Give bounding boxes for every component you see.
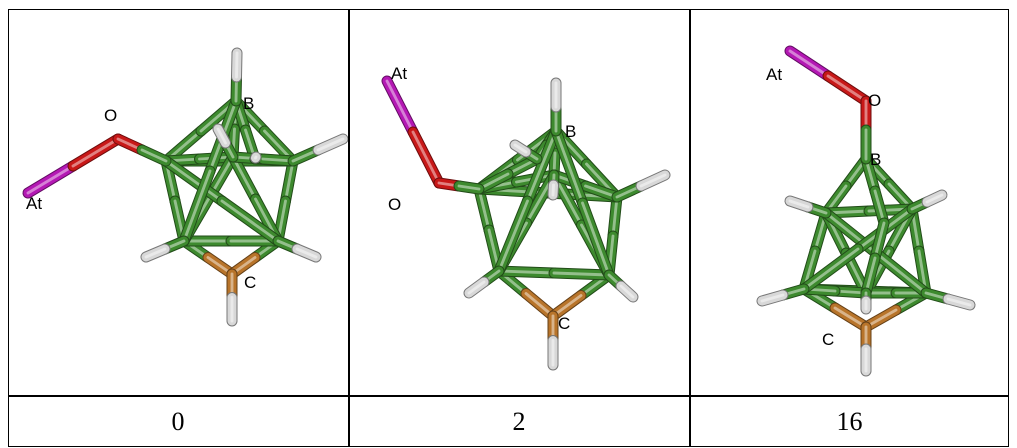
bond-half — [580, 180, 623, 203]
panel-value-16: 16 — [836, 407, 863, 436]
bond-half — [216, 195, 284, 247]
table-border — [8, 9, 1009, 447]
bond-half — [463, 276, 490, 299]
panel-value-0: 0 — [171, 407, 185, 436]
bond-half — [942, 293, 976, 311]
bond-half — [635, 169, 671, 192]
molecule-panel-16: At O B C — [690, 9, 1009, 396]
column-divider — [689, 9, 691, 447]
bond-half — [520, 288, 559, 322]
bond-half — [381, 75, 419, 138]
bond-half — [548, 267, 615, 281]
bond-half — [869, 217, 890, 264]
molecule-structure: At O B C — [756, 45, 976, 377]
panel-value-2: 2 — [512, 407, 526, 436]
atom-label-at: At — [766, 65, 782, 84]
atom-label-c: C — [822, 330, 834, 349]
bond-half — [784, 45, 834, 82]
bond-half — [822, 70, 872, 107]
bond-half — [453, 180, 485, 195]
column-divider — [348, 9, 350, 447]
bond-half — [869, 185, 890, 229]
bond-half — [312, 133, 348, 156]
atom-label-at: At — [391, 64, 407, 83]
molecule-structure: At O B C — [381, 64, 671, 371]
bond-half — [860, 153, 881, 197]
atom-label-c: C — [244, 273, 256, 292]
atom-label-o: O — [388, 195, 401, 214]
molecule-panel-0: At O B C — [8, 9, 348, 396]
atom-label-b: B — [243, 94, 254, 113]
atom-label-b: B — [565, 122, 576, 141]
bond-half — [756, 289, 789, 307]
bond-half — [577, 197, 615, 281]
bond-half — [227, 151, 261, 205]
bond-half — [547, 179, 559, 201]
atom-label-o: O — [868, 91, 881, 110]
bond-half — [140, 243, 171, 263]
atom-label-at: At — [26, 194, 42, 213]
bond-half — [250, 151, 262, 164]
bond-half — [493, 195, 533, 277]
bond-half — [921, 189, 948, 208]
bond-half — [550, 125, 588, 209]
bond-half — [136, 144, 172, 167]
atom-label-o: O — [104, 106, 117, 125]
molecule-structure: At O B C — [22, 47, 348, 327]
bond-half — [231, 47, 243, 83]
atom-label-c: C — [558, 314, 570, 333]
bond-half — [67, 133, 124, 172]
bond-half — [860, 252, 881, 299]
bond-half — [280, 155, 299, 207]
figure-table: At O B C At O B C At O B C 0 2 16 — [8, 9, 1009, 447]
bond-half — [291, 243, 322, 263]
bond-half — [160, 155, 228, 207]
atom-label-b: B — [870, 150, 881, 169]
molecule-panel-2: At O B C — [349, 9, 689, 396]
bond-half — [870, 247, 932, 299]
bond-half — [798, 243, 864, 295]
bond-half — [22, 160, 79, 199]
bond-half — [522, 125, 562, 207]
bond-half — [829, 302, 872, 333]
row-divider — [8, 395, 1009, 397]
bond-half — [784, 195, 814, 213]
bond-half — [407, 126, 445, 189]
bond-half — [860, 304, 902, 333]
bond-half — [547, 290, 587, 322]
bond-half — [615, 280, 639, 303]
bond-half — [473, 183, 495, 236]
bond-half — [509, 139, 532, 158]
bond-half — [493, 265, 560, 279]
bond-half — [607, 191, 623, 242]
bond-half — [212, 123, 231, 149]
bond-half — [178, 165, 216, 247]
